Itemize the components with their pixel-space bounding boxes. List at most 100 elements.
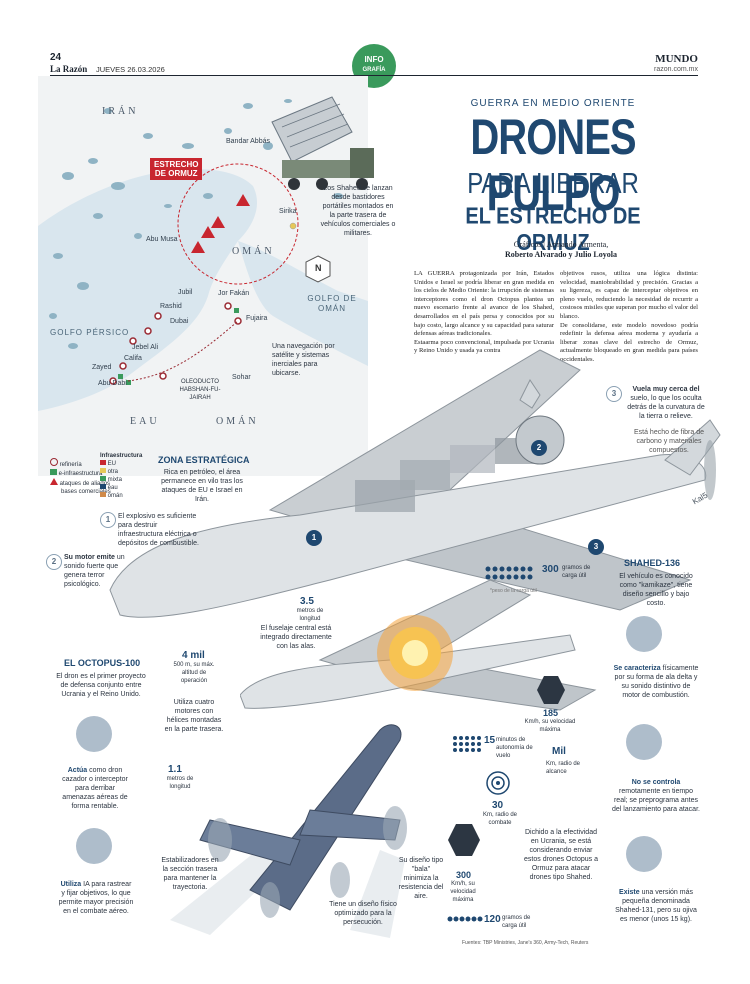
header-rule <box>50 75 698 76</box>
octopus-maxspeed-unit: Km/h, su velocidad máxima <box>450 881 476 903</box>
combat-radius-icon <box>486 771 510 795</box>
place-sirika: Sirika <box>279 208 297 215</box>
place-califa: Califa <box>124 355 142 362</box>
pipeline-line-1: OLEODUCTO <box>181 379 219 385</box>
zona-title: ZONA ESTRATÉGICA <box>158 455 250 465</box>
legend-item-2: e-infraestructura <box>58 471 103 477</box>
gulf-persian-label: GOLFO PÉRSICO <box>50 328 130 337</box>
shahed-p2: No se controla remotamente en tiempo rea… <box>612 778 700 814</box>
shahed-speed-value: 185 <box>543 708 559 718</box>
sources: Fuentes: TBP Ministries, Jane's 360, Arm… <box>462 940 589 946</box>
map-legend-right: Infraestructura EU otra mixta eau omán <box>100 452 160 500</box>
place-jubil: Jubil <box>178 289 193 296</box>
kicker: GUERRA EN MEDIO ORIENTE <box>470 98 636 109</box>
pipeline-label: OLEODUCTO HABSHAN-FU- JAIRAH <box>170 378 230 402</box>
newspaper-name: La Razón <box>50 64 88 74</box>
payload-dots <box>485 566 533 580</box>
note-1-marker: 1 <box>100 512 116 528</box>
body-column-1: LA GUERRA protagonizada por Irán, Estado… <box>414 270 554 355</box>
octopus-payload-dots <box>447 916 483 922</box>
map-legend-left: refinería e-infraestructura ataques de a… <box>50 458 120 496</box>
zona-text: Rica en petróleo, el área permanece en v… <box>161 469 243 503</box>
place-jebel-ali: Jebel Ali <box>132 344 159 351</box>
legend-item-3: ataques de aliados <box>59 481 111 487</box>
note-3-marker: 3 <box>606 386 622 402</box>
place-bandar-abbas: Bandar Abbás <box>226 138 270 145</box>
headline-sub-2: EL ESTRECHO DE ORMUZ <box>465 204 641 256</box>
octopus-payload-unit: gramos de carga útil <box>502 915 531 929</box>
shahed-speed-unit: Km/h, su velocidad máxima <box>524 719 576 733</box>
badge-line-2: GRAFÍA <box>362 67 386 73</box>
pipeline-line-3: JAIRAH <box>189 395 211 401</box>
target-icon <box>76 828 112 864</box>
legend-right-4: eau <box>107 485 118 491</box>
shahed-length-unit: metros de longitud <box>296 608 324 622</box>
octopus-payload-value: 120 <box>484 914 501 925</box>
headline-sub: PARA LIBERAR <box>467 168 639 201</box>
interceptor-icon <box>76 716 112 752</box>
maxspeed-hex <box>448 824 480 856</box>
octopus-len-value: 1.1 <box>168 764 182 775</box>
place-abu-musa: Abu Musa <box>146 236 178 243</box>
legend-right-1: EU <box>107 461 117 467</box>
navigation-note: Una navegación por satélite y sistemas i… <box>272 343 335 377</box>
shahed-drone-illustration <box>109 349 721 618</box>
place-abu-dabi: Abu Dabi <box>98 380 127 387</box>
issue-date: JUEVES 26.03.2026 <box>96 65 165 74</box>
shahed-payload-unit: gramos de carga útil <box>562 565 591 579</box>
shahed-range-unit: Km, radio de alcance <box>546 761 581 775</box>
map-pin-icon <box>626 724 662 760</box>
legend-item-4: bases comerciales <box>61 489 111 495</box>
shahed-p3-bold: Existe <box>619 889 640 896</box>
octopus-title: EL OCTOPUS-100 <box>64 658 141 668</box>
autonomy-dots <box>453 736 481 752</box>
altitude-note: Vuela muy cerca del suelo, lo que los oc… <box>626 385 706 421</box>
shahed-payload-note: *peso de la carga útil <box>490 588 537 594</box>
strait-label: ESTRECHO DE ORMUZ <box>150 158 203 180</box>
place-zayed: Zayed <box>92 364 112 371</box>
legend-right-5: omán <box>107 493 123 499</box>
credits-line-1: Gráficos | Armando Armenta, <box>513 240 609 249</box>
place-sohar: Sohar <box>232 374 251 381</box>
body-column-2: objetivos rusos, utiliza una lógica dist… <box>560 270 698 363</box>
gulf-oman-label: GOLFO DE OMÁN <box>307 294 357 313</box>
explosive-note: El explosivo es suficiente para destruir… <box>118 513 199 547</box>
octopus-persecucion: Tiene un diseño físico optimizado para l… <box>329 901 397 926</box>
shahed-side-intro: El vehículo es conocido como "kamikaze",… <box>619 573 693 607</box>
octopus-alt-unit: 500 m, su máx. altitud de operación <box>173 662 215 684</box>
octopus-autonomy-value: 15 <box>484 735 496 746</box>
shahed-side-title: SHAHED-136 <box>624 558 681 568</box>
octopus-maxspeed-value: 300 <box>456 870 472 880</box>
octopus-a2-text: IA para rastrear y fijar objetivos, lo q… <box>58 881 134 915</box>
octopus-a2-bold: Utiliza <box>60 881 82 888</box>
octopus-a1-bold: Actúa <box>67 767 88 774</box>
pipeline-line-2: HABSHAN-FU- <box>179 387 221 393</box>
shahed-p3-text: una versión más pequeña denominada Shahe… <box>615 889 697 923</box>
engine-note-text: un sonido fuerte que genera terror psico… <box>64 554 125 588</box>
headline: DRONES PULPO <box>470 110 636 222</box>
shahed-p1-bold: Se caracteriza <box>613 665 661 672</box>
octopus-len-unit: metros de longitud <box>166 776 194 790</box>
octopus-intro: El dron es el primer proyecto de defensa… <box>56 673 146 698</box>
octopus-motors: Utiliza cuatro motores con hélices monta… <box>164 699 224 733</box>
shahed-p2-bold: No se controla <box>631 779 681 786</box>
octopus-alt-value: 4 mil <box>182 650 205 661</box>
altitude-note-text: suelo, lo que los oculta detrás de la cu… <box>627 395 705 420</box>
compass-icon <box>305 255 331 283</box>
engine-note: Su motor emite un sonido fuerte que gene… <box>64 553 134 589</box>
credits-line-2: Roberto Alvarado y Julio Loyola <box>504 250 617 259</box>
mini-drone-icon <box>626 836 662 872</box>
country-label-oman-north: OMÁN <box>232 246 275 257</box>
place-dubai: Dubai <box>170 318 189 325</box>
shahed-payload-value: 300 <box>542 564 559 575</box>
octopus-a2: Utiliza IA para rastrear y fijar objetiv… <box>58 880 134 916</box>
legend-right-2: otra <box>107 469 119 475</box>
legend-item-1: refinería <box>59 462 82 468</box>
octopus-a1-text: como dron cazador o interceptor para der… <box>62 767 128 810</box>
octopus-stabilizers: Estabilizadores en la sección trasera pa… <box>161 857 219 891</box>
legend-right-3: mixta <box>107 477 123 483</box>
octopus-bullet: Su diseño tipo "bala" minimiza la resist… <box>398 857 444 900</box>
page-number: 24 <box>50 52 62 63</box>
fuselage-note: El fuselaje central está integrado direc… <box>260 625 332 650</box>
place-rashid: Rashid <box>160 303 182 310</box>
